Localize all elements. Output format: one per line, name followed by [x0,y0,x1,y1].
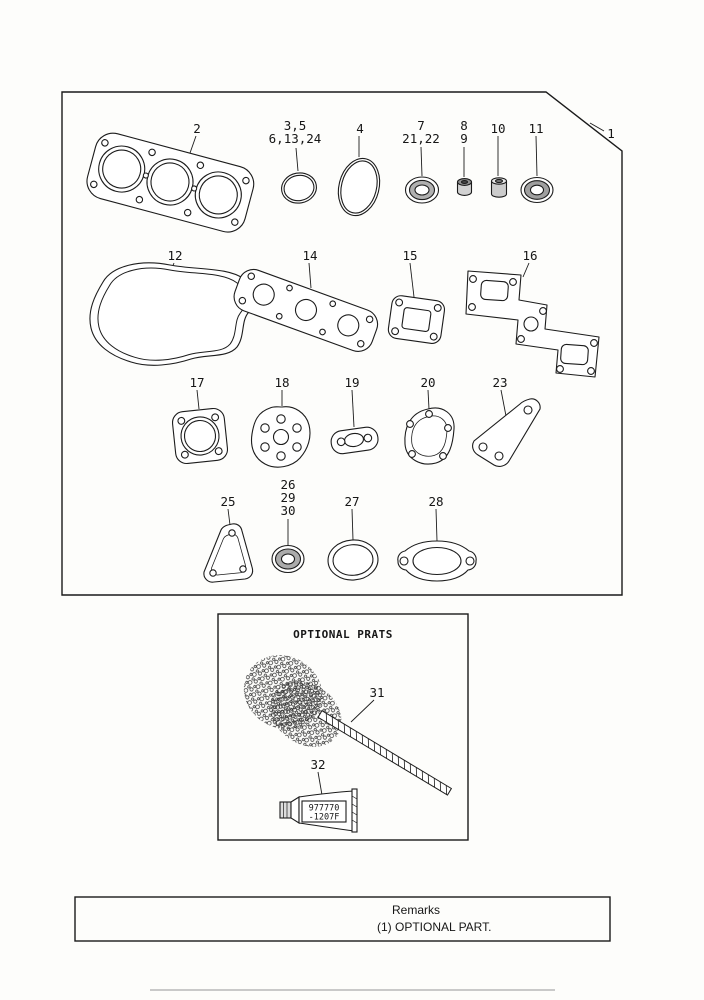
part-20-water-pump-gasket [404,407,455,465]
leader-lines [169,122,605,796]
part-label-30: 30 [280,503,295,518]
part-label-23: 23 [492,375,507,390]
part-18-round-plate-gasket [250,406,311,468]
part-11-seal-ring [520,176,554,204]
part-label-21-22: 21,22 [402,131,440,146]
part-label-9: 9 [460,131,468,146]
part-15-flange-gasket [387,295,446,344]
part-label-31: 31 [369,685,384,700]
part-label-14: 14 [302,248,317,263]
optional-panel-title: OPTIONAL PRATS [293,628,393,641]
brush-shaft [317,710,453,796]
part-label-8: 8 [460,118,468,133]
part-32-sealant-tube [279,788,358,833]
part-27-oval-ring [327,539,379,581]
part-10-bushing [490,177,508,198]
tube-tail [351,788,358,833]
main-panel-border [61,91,623,596]
tube-label-line1: 977770 [309,804,340,814]
part-label-26: 26 [280,477,295,492]
part-label-4: 4 [356,121,364,136]
part-label-19: 19 [344,375,359,390]
part-label-25: 25 [220,494,235,509]
tube-cap [279,801,292,819]
part-label-11: 11 [528,121,543,136]
part-25-triangle-gasket [203,523,254,583]
part-12-rocker-cover-gasket [89,262,255,366]
part-label-28: 28 [428,494,443,509]
part-17-square-gasket [171,407,229,465]
tube-label-box [301,800,347,823]
part-7-oil-seal [404,176,440,204]
part-label-7: 7 [417,118,425,133]
part-31-brush [243,655,453,796]
part-label-3-5: 3,5 [284,118,307,133]
part-label-6-13-24: 6,13,24 [269,131,322,146]
part-16-exhaust-manifold-gasket [465,270,600,378]
part-label-12: 12 [167,248,182,263]
tube-label-line2: -1207F [309,813,340,823]
part-23-triangular-gasket [472,398,541,467]
part-19-oval-flange-gasket [330,426,379,455]
part-28-oval-tab-gasket [397,540,477,582]
part-label-15: 15 [402,248,417,263]
part-label-18: 18 [274,375,289,390]
part-label-20: 20 [420,375,435,390]
part-2-cylinder-head-gasket [86,132,255,233]
part-26-29-30-grommet [271,544,305,574]
part-label-1: 1 [607,126,615,141]
part-label-27: 27 [344,494,359,509]
part-label-32: 32 [310,757,325,772]
part-4-o-ring [337,157,381,217]
remarks-box [74,896,611,942]
part-label-17: 17 [189,375,204,390]
part-label-16: 16 [522,248,537,263]
part-label-29: 29 [280,490,295,505]
part-label-10: 10 [490,121,505,136]
part-8-9-plug [456,178,473,196]
part-14-manifold-gasket [233,268,379,352]
optional-panel-border [217,613,469,841]
remarks-note: (1) OPTIONAL PART. [377,920,491,934]
part-label-2: 2 [193,121,201,136]
tube-shoulder [290,796,300,824]
brush-head [243,655,342,747]
part-3-5-o-ring [281,172,317,204]
remarks-title: Remarks [392,903,440,917]
